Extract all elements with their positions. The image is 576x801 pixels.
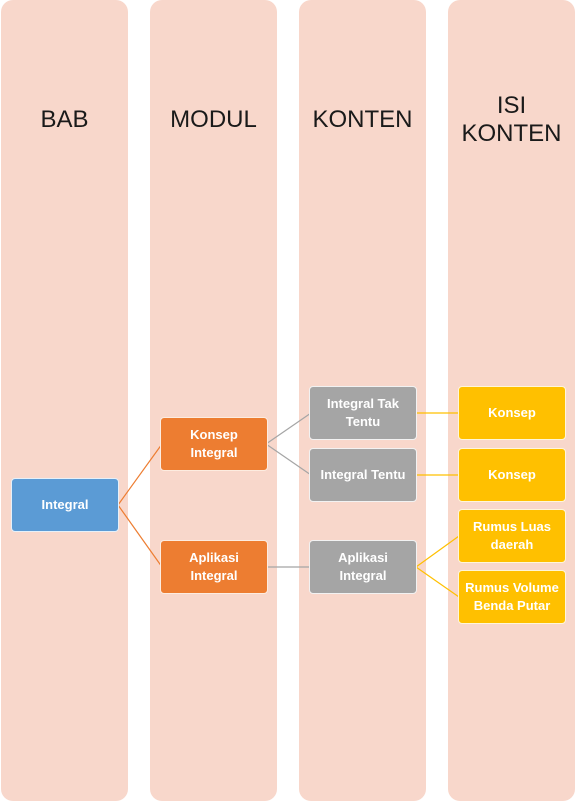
column-header-isi-konten: ISI KONTEN bbox=[461, 92, 562, 147]
node-bab-integral: Integral bbox=[11, 478, 119, 532]
node-modul-konsep-integral: Konsep Integral bbox=[160, 417, 268, 471]
node-isi-rumus-volume-benda-putar: Rumus Volume Benda Putar bbox=[458, 570, 566, 624]
node-modul-aplikasi-integral: Aplikasi Integral bbox=[160, 540, 268, 594]
node-isi-rumus-luas-daerah: Rumus Luas daerah bbox=[458, 509, 566, 563]
column-header-konten: KONTEN bbox=[312, 106, 413, 133]
node-isi-konsep-2: Konsep bbox=[458, 448, 566, 502]
column-bab: BAB bbox=[1, 0, 128, 801]
node-konten-aplikasi-integral: Aplikasi Integral bbox=[309, 540, 417, 594]
node-konten-integral-tentu: Integral Tentu bbox=[309, 448, 417, 502]
node-konten-integral-tak-tentu: Integral Tak Tentu bbox=[309, 386, 417, 440]
column-header-modul: MODUL bbox=[170, 106, 257, 133]
column-modul: MODUL bbox=[150, 0, 277, 801]
node-isi-konsep-1: Konsep bbox=[458, 386, 566, 440]
column-header-bab: BAB bbox=[40, 106, 89, 133]
